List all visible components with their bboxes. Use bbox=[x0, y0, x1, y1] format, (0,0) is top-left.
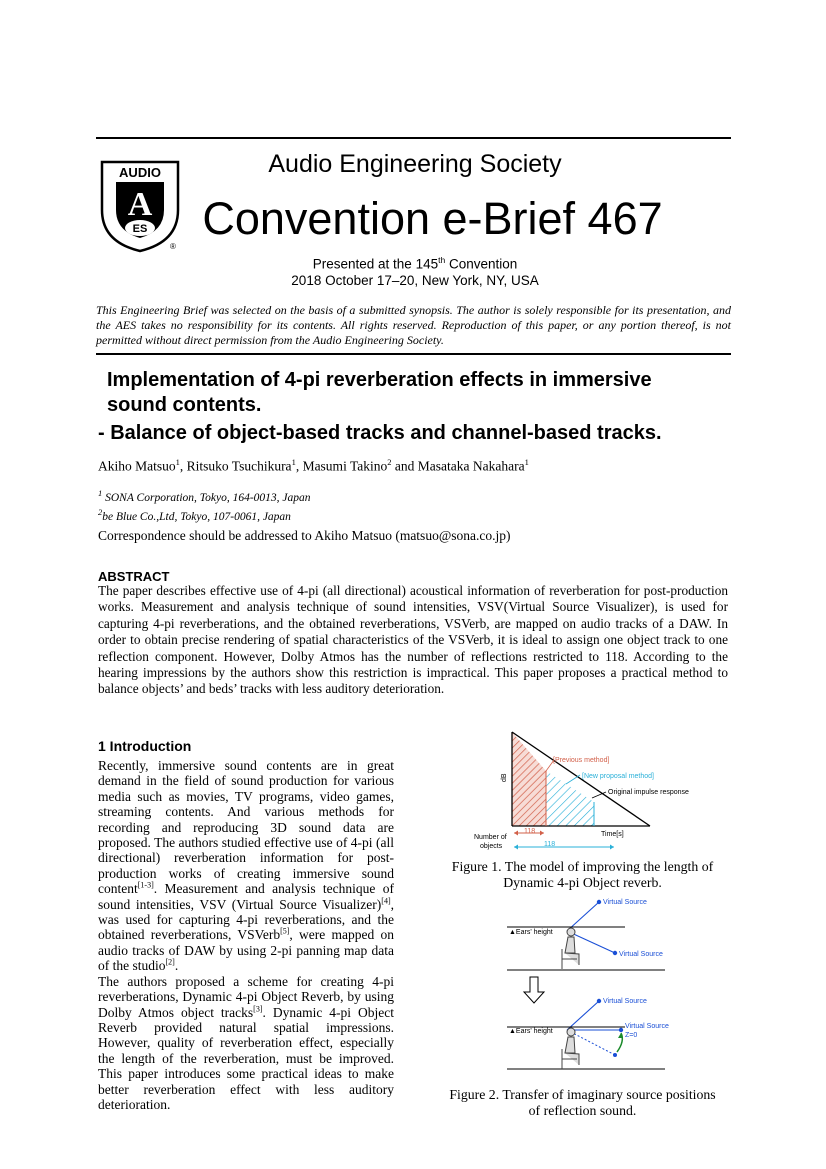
listener-figure-top bbox=[561, 927, 580, 969]
section-heading: 1 Introduction bbox=[98, 738, 192, 754]
convention-title: Convention e-Brief 467 bbox=[202, 193, 663, 244]
svg-text:Time[s]: Time[s] bbox=[601, 831, 624, 838]
figure-1-diagram: [Previous method] [New proposal method] … bbox=[474, 731, 689, 850]
svg-text:ES: ES bbox=[133, 223, 148, 235]
top-rule bbox=[96, 137, 731, 139]
aes-logo: AUDIO A ES ® bbox=[100, 160, 180, 253]
new-method-area bbox=[546, 771, 594, 826]
svg-text:Virtual Source: Virtual Source bbox=[603, 998, 647, 1005]
svg-text:Virtual Source: Virtual Source bbox=[619, 951, 663, 958]
svg-text:dB: dB bbox=[501, 773, 508, 782]
figure-2-caption: Figure 2. Transfer of imaginary source p… bbox=[449, 1087, 716, 1119]
svg-text:Virtual Source: Virtual Source bbox=[625, 1023, 669, 1030]
author-list: Akiho Matsuo1, Ritsuko Tsuchikura1, Masu… bbox=[98, 457, 529, 474]
affiliation-2: 2be Blue Co.,Ltd, Tokyo, 107-0061, Japan bbox=[98, 507, 291, 523]
svg-text:Virtual Source: Virtual Source bbox=[603, 899, 647, 906]
abstract-heading: ABSTRACT bbox=[98, 569, 170, 584]
affiliation-1: 1 SONA Corporation, Tokyo, 164-0013, Jap… bbox=[98, 488, 311, 504]
transfer-arrow bbox=[522, 976, 546, 1004]
svg-text:AUDIO: AUDIO bbox=[119, 165, 161, 180]
svg-text:118: 118 bbox=[524, 828, 535, 835]
abstract-body: The paper describes effective use of 4-p… bbox=[98, 583, 728, 697]
intro-text: Recently, immersive sound contents are i… bbox=[98, 758, 394, 1112]
figure-2-diagram: Virtual Source Virtual Source ▲Ears' hei… bbox=[507, 899, 669, 1070]
convention-dates: 2018 October 17–20, New York, NY, USA bbox=[291, 272, 539, 288]
svg-text:Number of: Number of bbox=[474, 834, 507, 841]
svg-text:Original impulse response: Original impulse response bbox=[608, 789, 689, 796]
disclaimer-rule bbox=[96, 353, 731, 355]
paper-title: Implementation of 4-pi reverberation eff… bbox=[98, 369, 662, 444]
svg-text:[New proposal method]: [New proposal method] bbox=[582, 773, 654, 780]
svg-text:objects: objects bbox=[480, 843, 503, 850]
previous-method-area bbox=[512, 732, 546, 826]
svg-text:[Previous method]: [Previous method] bbox=[553, 757, 609, 764]
presented-at: Presented at the 145th Convention 2018 O… bbox=[240, 252, 590, 289]
svg-text:Z=0: Z=0 bbox=[625, 1032, 637, 1039]
svg-text:▲Ears' height: ▲Ears' height bbox=[509, 1028, 553, 1035]
svg-text:▲Ears' height: ▲Ears' height bbox=[509, 929, 553, 936]
impulse-response-line bbox=[511, 731, 651, 827]
listener-figure-bottom bbox=[561, 1027, 580, 1069]
figure-1-caption: Figure 1. The model of improving the len… bbox=[451, 859, 714, 891]
svg-text:®: ® bbox=[170, 242, 176, 251]
society-name: Audio Engineering Society bbox=[268, 150, 562, 178]
svg-text:A: A bbox=[128, 186, 153, 223]
correspondence: Correspondence should be addressed to Ak… bbox=[98, 528, 511, 543]
disclaimer: This Engineering Brief was selected on t… bbox=[96, 303, 731, 347]
svg-text:118: 118 bbox=[544, 841, 555, 848]
